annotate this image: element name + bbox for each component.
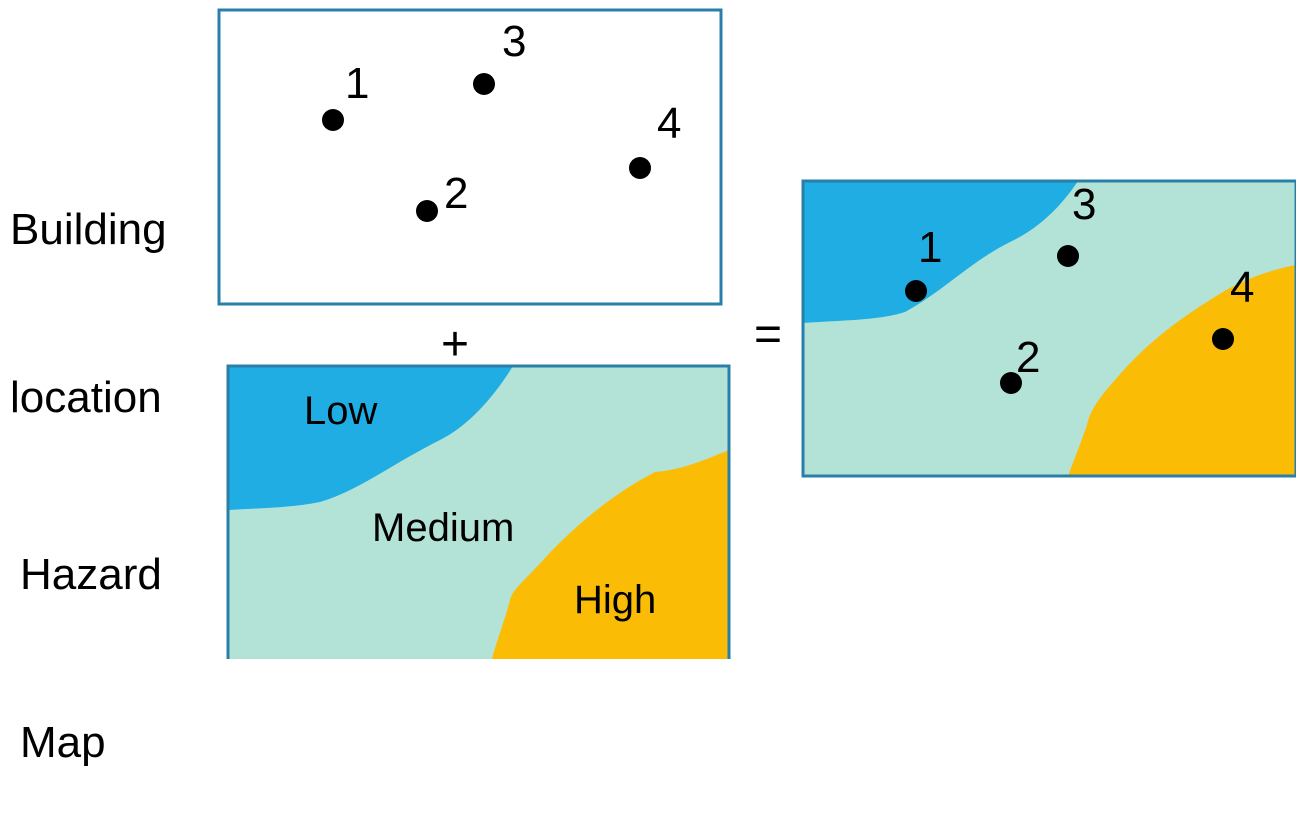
building-number-1: 1 <box>345 59 369 108</box>
high-zone <box>491 450 729 659</box>
building-marker-3 <box>473 73 495 95</box>
result-marker-1 <box>905 280 927 302</box>
hazard-map-panel: Low Medium High <box>226 364 731 659</box>
building-number-2: 2 <box>444 169 468 218</box>
building-point-3: 3 <box>473 17 526 95</box>
result-marker-2 <box>1000 372 1022 394</box>
low-zone <box>228 366 513 510</box>
equals-sign: = <box>754 308 782 361</box>
building-point-4: 4 <box>629 99 681 179</box>
building-location-label: Building location <box>10 90 167 482</box>
result-low-zone <box>803 181 1078 323</box>
result-number-4: 4 <box>1230 263 1254 312</box>
combined-result-panel: 1 2 3 4 <box>801 179 1296 478</box>
result-point-4: 4 <box>1212 263 1254 350</box>
result-number-1: 1 <box>918 223 942 272</box>
hazard-label-line2: Map <box>20 718 106 767</box>
building-number-4: 4 <box>657 99 681 148</box>
result-marker-3 <box>1057 245 1079 267</box>
building-marker-4 <box>629 157 651 179</box>
result-point-1: 1 <box>905 223 942 302</box>
zone-label-medium: Medium <box>372 506 514 550</box>
plus-sign: + <box>441 318 469 371</box>
result-marker-4 <box>1212 328 1234 350</box>
zone-label-low: Low <box>304 389 377 433</box>
result-point-3: 3 <box>1057 180 1096 267</box>
result-number-2: 2 <box>1016 333 1040 382</box>
result-number-3: 3 <box>1072 180 1096 229</box>
building-point-1: 1 <box>322 59 369 131</box>
result-high-zone <box>1068 265 1296 476</box>
building-panel-frame <box>217 8 723 306</box>
result-point-2: 2 <box>1000 333 1040 394</box>
building-marker-2 <box>416 200 438 222</box>
building-label-line1: Building <box>10 205 167 254</box>
zone-label-high: High <box>574 578 656 622</box>
building-marker-1 <box>322 109 344 131</box>
diagram-canvas: 1 2 3 4 + Low Medium High = <box>217 8 1296 659</box>
building-number-3: 3 <box>502 17 526 66</box>
building-point-2: 2 <box>416 169 468 222</box>
result-panel-frame <box>801 179 1296 478</box>
building-label-line2: location <box>10 373 162 422</box>
hazard-label-line1: Hazard <box>20 550 162 599</box>
hazard-panel-frame <box>226 364 731 659</box>
building-location-panel: 1 2 3 4 <box>217 8 723 306</box>
